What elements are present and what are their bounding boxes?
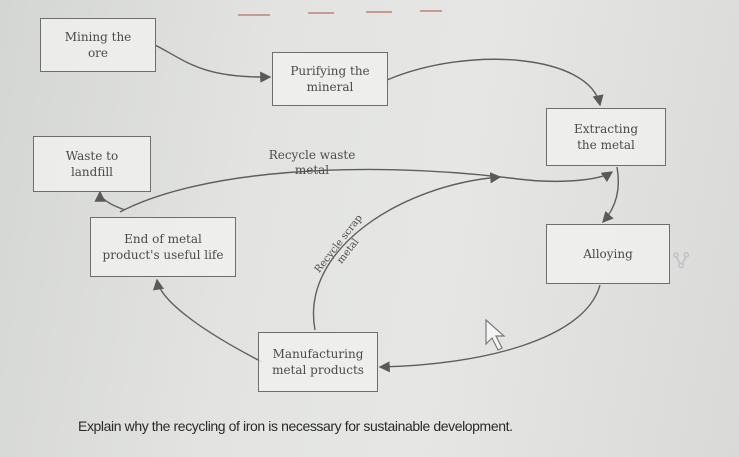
arrow-mining-to-purifying <box>154 44 272 83</box>
arrow-extracting-to-alloying <box>602 166 619 224</box>
arrow-recycle-scrap <box>312 172 502 331</box>
arrow-end-of-life-to-landfill <box>94 190 126 211</box>
mouse-cursor-icon <box>485 318 506 351</box>
background-scribble: 🜉 <box>672 248 691 273</box>
node-extracting-the-metal: Extracting the metal <box>546 108 666 166</box>
arrow-purifying-to-extracting <box>386 58 604 107</box>
arrow-alloying-to-manufacturing <box>378 284 601 373</box>
node-end-of-useful-life: End of metal product's useful life <box>90 217 236 277</box>
node-manufacturing-metal-products: Manufacturing metal products <box>258 332 378 392</box>
question-text: Explain why the recycling of iron is nec… <box>78 418 513 434</box>
node-alloying: Alloying <box>546 224 670 284</box>
label-recycle-waste-metal: Recycle waste metal <box>268 148 356 177</box>
node-mining-the-ore: Mining the ore <box>40 18 156 72</box>
top-marks <box>238 10 442 16</box>
node-waste-to-landfill: Waste to landfill <box>33 136 151 192</box>
arrow-recycle-waste <box>119 168 614 213</box>
arrow-manufacturing-to-end-of-life <box>152 278 263 363</box>
node-purifying-the-mineral: Purifying the mineral <box>272 52 388 106</box>
